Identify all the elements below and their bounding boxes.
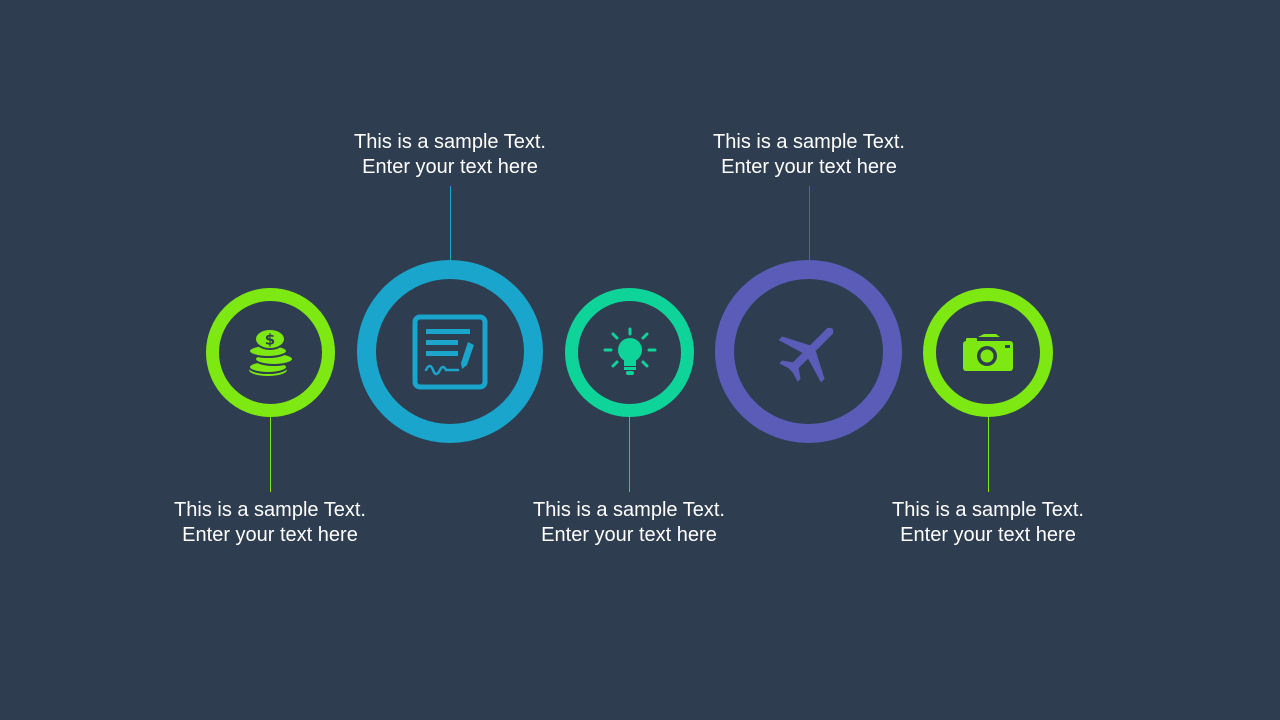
caption-1-line-2: Enter your text here [182,524,358,546]
caption-1: This is a sample Text. Enter your text h… [140,498,400,548]
connector-line-1 [270,414,271,492]
caption-3-line-2: Enter your text here [541,524,717,546]
camera-icon [960,333,1016,373]
connector-line-4 [809,186,810,264]
coins-icon: $ [244,326,298,380]
caption-4-line-1: This is a sample Text. [713,131,905,153]
caption-2: This is a sample Text. Enter your text h… [320,130,580,180]
caption-5-line-1: This is a sample Text. [892,499,1084,521]
caption-4-line-2: Enter your text here [721,156,897,178]
caption-5: This is a sample Text. Enter your text h… [858,498,1118,548]
svg-text:$: $ [264,330,274,348]
caption-2-line-1: This is a sample Text. [354,131,546,153]
caption-2-line-2: Enter your text here [362,156,538,178]
connector-line-5 [988,414,989,492]
airplane-circle [715,260,902,443]
caption-5-line-2: Enter your text here [900,524,1076,546]
connector-line-2 [450,186,451,264]
lightbulb-circle [565,288,694,417]
camera-circle [923,288,1053,417]
caption-3: This is a sample Text. Enter your text h… [499,498,759,548]
lightbulb-icon [602,325,658,381]
airplane-icon [773,316,845,388]
caption-1-line-1: This is a sample Text. [174,499,366,521]
caption-4: This is a sample Text. Enter your text h… [679,130,939,180]
signed-document-icon [410,312,490,392]
connector-line-3 [629,414,630,492]
document-circle [357,260,543,443]
coins-circle: $ [206,288,335,417]
caption-3-line-1: This is a sample Text. [533,499,725,521]
